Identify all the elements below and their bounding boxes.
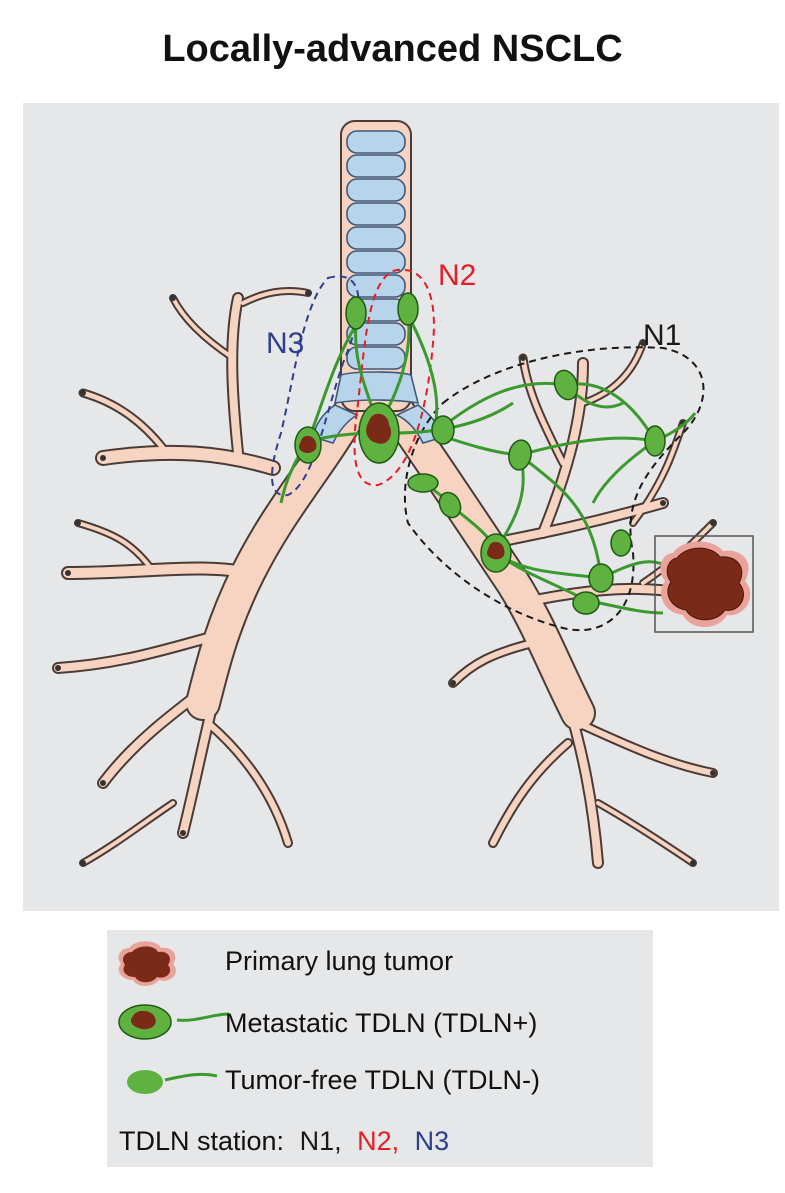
tdln-negative-node: [644, 425, 666, 457]
metastatic-node-icon: [118, 1004, 230, 1040]
station-key-n3: N3: [414, 1126, 450, 1156]
tdln-positive-node: [480, 533, 512, 573]
station-key-n1: N1,: [299, 1126, 342, 1156]
station-key: TDLN station: N1, N2, N3: [119, 1126, 449, 1157]
tumor-frame: [654, 535, 754, 633]
tdln-negative-node: [553, 369, 579, 401]
legend-primary-tumor-label: Primary lung tumor: [225, 946, 454, 976]
trachea: [312, 120, 445, 444]
bronchiole-tips: [55, 290, 716, 866]
n3-label: N3: [266, 327, 304, 360]
tdln-negative-node: [397, 292, 419, 326]
page-title: Locally-advanced NSCLC: [162, 28, 623, 70]
tdln-positive-node: [358, 402, 400, 464]
legend-tumor-free-label: Tumor-free TDLN (TDLN-): [225, 1065, 541, 1095]
primary-tumor-icon: [118, 941, 176, 986]
n2-region: [353, 268, 435, 487]
station-key-label: TDLN station:: [119, 1126, 285, 1156]
n1-region: [404, 346, 705, 632]
n2-label: N2: [438, 259, 476, 292]
legend: Primary lung tumor Metastatic TDLN (TDLN…: [107, 930, 653, 1167]
n1-label: N1: [643, 319, 681, 352]
tdln-negative-node: [588, 563, 614, 593]
tdln-positive-node: [294, 426, 322, 464]
tdln-negative-node: [572, 591, 600, 615]
tdln-negative-node: [431, 415, 455, 445]
diagram-panel: N2 N3 N1: [23, 103, 779, 911]
tdln-negative-node: [345, 296, 367, 330]
tumor-free-node-icon: [127, 1070, 218, 1094]
lung-diagram: N2 N3 N1: [52, 120, 754, 869]
primary-tumor: [654, 535, 754, 633]
tdln-negative-node: [438, 491, 462, 519]
legend-metastatic-label: Metastatic TDLN (TDLN+): [225, 1008, 538, 1038]
tdln-negative-node: [508, 439, 532, 471]
tdln-negative-node: [610, 529, 632, 557]
tdln-negative-node: [407, 473, 439, 493]
lymph-nodes: [294, 292, 666, 615]
bronchial-tree: [52, 287, 718, 869]
tracheal-rings: [312, 130, 445, 444]
legend-icons: [118, 941, 230, 1094]
station-key-n2: N2,: [357, 1126, 400, 1156]
